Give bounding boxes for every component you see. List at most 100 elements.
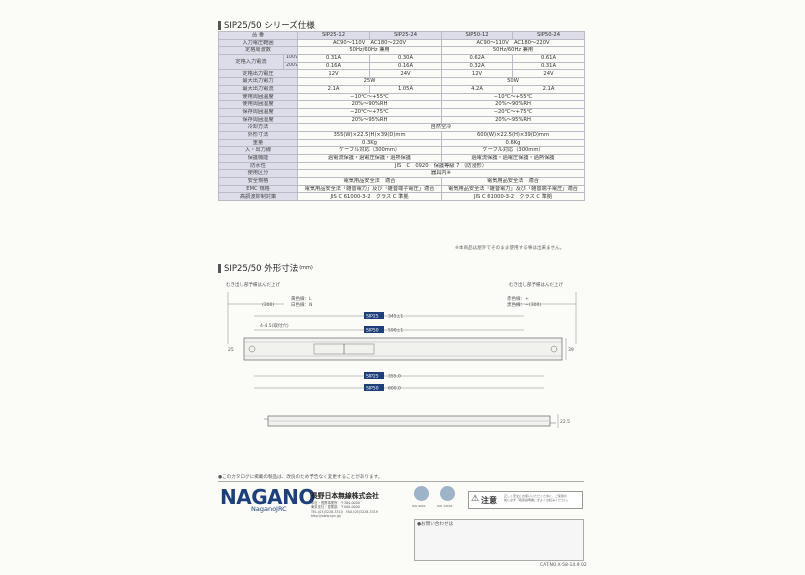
spec-cell: −20℃～+75℃	[297, 107, 442, 117]
dim-value-2: 590±1	[388, 328, 403, 334]
spec-cell: −20℃～+75℃	[441, 107, 585, 117]
spec-cell: 自然空冷	[297, 123, 585, 132]
spec-row-label: 定格周波数	[218, 46, 298, 56]
spec-cell: ケーブル対応（300mm）	[297, 146, 442, 155]
spec-row: 使用周囲温度−10℃～+55℃−10℃～+55℃	[218, 92, 585, 102]
dim-value-4: 600.0	[388, 386, 401, 392]
spec-row-label: 重量	[218, 138, 298, 148]
spec-cell: 電気用品安全法 適合	[297, 177, 442, 186]
dim-value-1: 345±1	[388, 314, 403, 320]
spec-row-sublabel: 200V	[283, 61, 298, 71]
spec-cell: 50Hz/60Hz 兼用	[297, 46, 442, 56]
cable-left-label: むき出し部予備はんだ上げ	[226, 281, 280, 288]
hole-label: 4-4.5(取付穴)	[260, 322, 289, 329]
spec-cell: JIS C 0920 保護等級 7 （防浸形）	[297, 161, 585, 171]
spec-cell: 過電流保護・過電圧保護・過熱保護	[441, 154, 585, 163]
spec-row-label: 防水性	[218, 161, 298, 171]
wire-left-1: 黄色線：L	[291, 295, 312, 302]
iso14001-label: ISO 14001	[437, 504, 453, 508]
spec-row-label: 冷却方法	[218, 123, 298, 132]
spec-row-label: 保存周囲温度	[218, 107, 298, 117]
iso9001-label: ISO 9001	[412, 504, 426, 508]
dim-model-2: SIP50	[366, 328, 379, 334]
spec-cell: ケーブル対応（300mm）	[441, 146, 585, 155]
spec-cell: 0.62A	[441, 54, 513, 63]
product-body	[243, 337, 563, 361]
spec-cell: 24V	[512, 69, 585, 79]
cable-length-right: (300)	[529, 302, 541, 308]
dim-model-3: SIP25	[366, 374, 379, 380]
spec-cell: 0.6Kg	[441, 138, 585, 148]
spec-cell: 電気用品安全法「雑音電力」及び「雑音端子電圧」適合	[441, 184, 585, 194]
spec-row-label: 入・出力線	[218, 146, 298, 155]
spec-cell: 20%～95%RH	[297, 115, 442, 125]
spec-cell: 24V	[369, 69, 442, 79]
warning-icon: ⚠	[471, 494, 480, 504]
spec-section-title: SIP25/50 シリーズ仕様	[218, 19, 315, 31]
spec-row-label: 使用区分	[218, 169, 298, 179]
inquiry-label: ●お問い合わせは	[417, 522, 454, 527]
spec-model-header: SIP25-12	[297, 31, 370, 40]
spec-cell: JIS C 61000-3-2 クラス C 準拠	[297, 192, 442, 202]
footer-divider	[218, 481, 584, 482]
section-marker	[218, 263, 221, 273]
spec-cell: −10℃～+55℃	[441, 92, 585, 102]
spec-model-header: SIP50-24	[512, 31, 585, 40]
iso9001-badge-icon	[414, 486, 429, 501]
width-39-label: 39	[568, 347, 574, 353]
spec-cell: AC90～110V AC180～220V	[297, 38, 442, 48]
spec-cell: 電気用品安全法 適合	[441, 177, 585, 186]
nagano-jrc-sublogo: NaganoJRC	[251, 505, 287, 513]
spec-row: 保存周囲温度−20℃～+75℃−20℃～+75℃	[218, 107, 585, 117]
spec-cell: 0.31A	[297, 54, 370, 63]
spec-header-label: 品 番	[218, 31, 298, 40]
spec-cell: 器具内※	[297, 169, 585, 179]
spec-row: 使用区分器具内※	[218, 169, 585, 179]
spec-note: ※本商品は屋外でそのまま使用する事は出来ません。	[455, 246, 565, 251]
spec-row-label: 高調波抑制対策	[218, 192, 298, 202]
section-marker	[218, 20, 221, 30]
iso14001-badge-icon	[440, 486, 455, 501]
spec-row-label: 入力電圧範囲	[218, 38, 298, 48]
cable-right-label: むき出し部予備はんだ上げ	[509, 281, 563, 288]
spec-cell: 2.1A	[297, 84, 370, 94]
dim-badge-sip50-b	[364, 384, 384, 391]
spec-model-header: SIP25-24	[369, 31, 442, 40]
spec-cell: 50Hz/60Hz 兼用	[441, 46, 585, 56]
spec-cell: 0.16A	[297, 61, 370, 71]
spec-row-label: 定格入力電流	[218, 54, 284, 71]
spec-cell: 20%～95%RH	[441, 115, 585, 125]
spec-cell: 0.16A	[369, 61, 442, 71]
spec-cell: 50W	[441, 77, 585, 86]
spec-cell: 0.31A	[512, 61, 585, 71]
spec-row-label: 最大出力電力	[218, 77, 298, 86]
spec-row-label: 使用周囲温度	[218, 92, 298, 102]
spec-row: EMC 規格電気用品安全法「雑音電力」及び「雑音端子電圧」適合電気用品安全法「雑…	[218, 184, 585, 194]
nagano-logo: NAGANO	[220, 485, 315, 509]
spec-cell: 電気用品安全法「雑音電力」及び「雑音端子電圧」適合	[297, 184, 442, 194]
spec-cell: 12V	[297, 69, 370, 79]
spec-row: 保護機能過電流保護・過電圧保護・過熱保護過電流保護・過電圧保護・過熱保護	[218, 154, 585, 163]
spec-row: 安全規格電気用品安全法 適合電気用品安全法 適合	[218, 177, 585, 186]
wire-right-2: 黒色線：−	[507, 301, 529, 308]
spec-cell: 0.32A	[441, 61, 513, 71]
spec-cell: 25W	[297, 77, 442, 86]
height-22-5-label: 22.5	[560, 419, 570, 425]
dims-section-title: SIP25/50 外形寸法 (mm)	[218, 262, 313, 274]
wire-right-1: 赤色線：+	[507, 295, 529, 302]
caution-box: ⚠ 注意 正しく安全にお使いいただくために、ご使用の 前に必ず「取扱説明書」をよ…	[468, 491, 583, 509]
spec-cell: 0.30A	[369, 54, 442, 63]
spec-cell: JIS C 61000-3-2 クラス C 準拠	[441, 192, 585, 202]
spec-cell: 1.05A	[369, 84, 442, 94]
spec-row-label: 外形寸法	[218, 130, 298, 140]
spec-row-label: 最大出力電流	[218, 84, 298, 94]
dim-badge-sip50-a	[364, 326, 384, 333]
dimension-drawing: むき出し部予備はんだ上げ むき出し部予備はんだ上げ (300) 黄色線：L 白色…	[226, 281, 577, 428]
